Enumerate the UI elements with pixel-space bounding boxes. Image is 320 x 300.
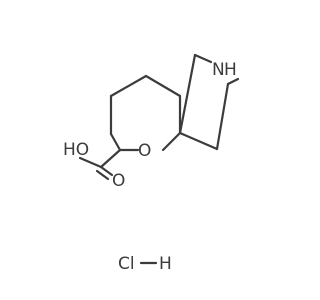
bond-c5-c6 <box>109 74 148 98</box>
nitrogen-hydrogen-label: H <box>224 60 237 80</box>
bond-carbonyl-outer <box>99 165 114 177</box>
hydroxyl-label: HO <box>63 140 89 160</box>
bond-o-spiro <box>161 131 182 152</box>
bond-c7-c8 <box>109 132 122 152</box>
bond-c8-carboxyl <box>99 148 122 169</box>
structure-canvas: N H O HO O Cl H <box>63 53 240 274</box>
bond-c5-c4 <box>144 74 182 98</box>
carbonyl-oxygen-label: O <box>112 171 125 191</box>
hcl-hydrogen-label: H <box>159 254 172 274</box>
bond-carbonyl-inner <box>95 169 110 181</box>
chlorine-label: Cl <box>118 254 135 274</box>
bond-n-c3 <box>193 53 213 64</box>
nitrogen-label: N <box>212 60 225 80</box>
molecule-drawing: N H O HO O Cl H <box>63 53 240 274</box>
bond-c3-spiro <box>178 53 197 135</box>
bond-spiro-c1 <box>178 131 219 151</box>
bond-c2-n <box>226 77 240 86</box>
ring-oxygen-label: O <box>138 141 151 161</box>
bond-carboxyl-oh <box>78 156 103 169</box>
bond-c1-c2 <box>215 82 230 151</box>
